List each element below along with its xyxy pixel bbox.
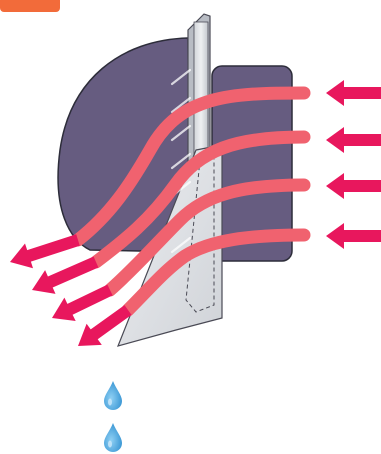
grille-slat xyxy=(170,96,192,114)
internal-airflow xyxy=(71,86,311,317)
condensate-drops xyxy=(104,381,122,452)
airflow-stream xyxy=(71,86,311,247)
airflow-stream xyxy=(121,228,311,317)
top-tab xyxy=(0,0,60,12)
inflow-arrows xyxy=(326,80,381,249)
grille-slats xyxy=(170,68,192,254)
water-drop-icon xyxy=(104,381,122,410)
water-drop-icon xyxy=(104,423,122,452)
airflow-stream xyxy=(103,178,311,297)
arrow-left-icon xyxy=(326,173,381,199)
grille-slat xyxy=(170,68,192,86)
grille-slat xyxy=(170,124,192,142)
arrow-left-icon xyxy=(326,127,381,153)
grille-slat xyxy=(170,236,192,254)
arrow-left-icon xyxy=(326,223,381,249)
arrow-down-left-icon xyxy=(78,305,132,346)
outflow-arrows xyxy=(10,234,132,346)
grille-slat xyxy=(170,152,192,170)
arrow-left-icon xyxy=(326,80,381,106)
arrow-down-left-icon xyxy=(32,256,99,294)
arrow-down-left-icon xyxy=(52,284,113,321)
arrow-down-left-icon xyxy=(10,234,80,269)
airflow-stream xyxy=(89,130,311,269)
